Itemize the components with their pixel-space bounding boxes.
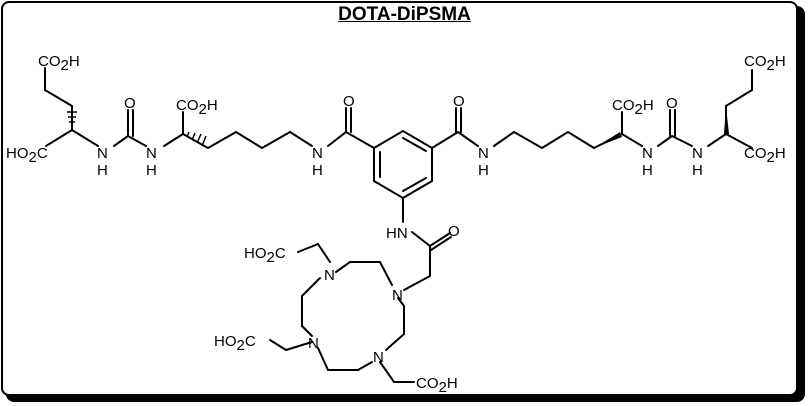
o-label: O <box>343 93 355 110</box>
h-label: H <box>692 162 703 179</box>
n-label: N <box>642 145 653 162</box>
n-label: N <box>312 145 323 162</box>
n-label: N <box>478 145 489 162</box>
svg-text:CO2H: CO2H <box>416 375 458 396</box>
ho2c-label-cyclen-1: HO <box>244 245 267 262</box>
svg-text:HO2C: HO2C <box>6 145 48 166</box>
svg-text:CO2H: CO2H <box>38 53 80 74</box>
n-label: N <box>324 267 335 284</box>
ho2c-label-cyclen-2: HO <box>214 333 237 350</box>
svg-text:CO2H: CO2H <box>612 97 654 118</box>
svg-text:CO2H: CO2H <box>744 53 786 74</box>
n-label: N <box>692 145 703 162</box>
o-label: O <box>124 95 136 112</box>
co2h-label-lys-right: CO <box>612 97 635 114</box>
svg-text:HO2C: HO2C <box>244 245 286 266</box>
n-label: N <box>308 335 319 352</box>
h-label: H <box>642 162 653 179</box>
svg-text:HO2C: HO2C <box>214 333 256 354</box>
o-label: O <box>666 95 678 112</box>
o-label: O <box>453 93 465 110</box>
co2h-label-top-right: CO <box>744 53 767 70</box>
h-label: H <box>478 162 489 179</box>
n-label: N <box>97 145 108 162</box>
h-label: H <box>97 162 108 179</box>
co2h-label-cyclen: CO <box>416 375 439 392</box>
svg-text:CO2H: CO2H <box>744 145 786 166</box>
svg-text:CO2H: CO2H <box>176 97 218 118</box>
ho2c-label-left: HO <box>6 145 29 162</box>
co2h-label-right: CO <box>744 145 767 162</box>
hn-label: HN <box>386 225 408 242</box>
n-label: N <box>373 349 384 366</box>
n-label: N <box>392 287 403 304</box>
co2h-label-lys-left: CO <box>176 97 199 114</box>
o-label: O <box>448 223 460 240</box>
n-label: N <box>146 145 157 162</box>
co2h-label-top-left: CO <box>38 53 61 70</box>
figure-title: DOTA-DiPSMA <box>338 4 471 25</box>
figure-frame <box>1 1 798 396</box>
h-label: H <box>312 162 323 179</box>
h-label: H <box>146 162 157 179</box>
